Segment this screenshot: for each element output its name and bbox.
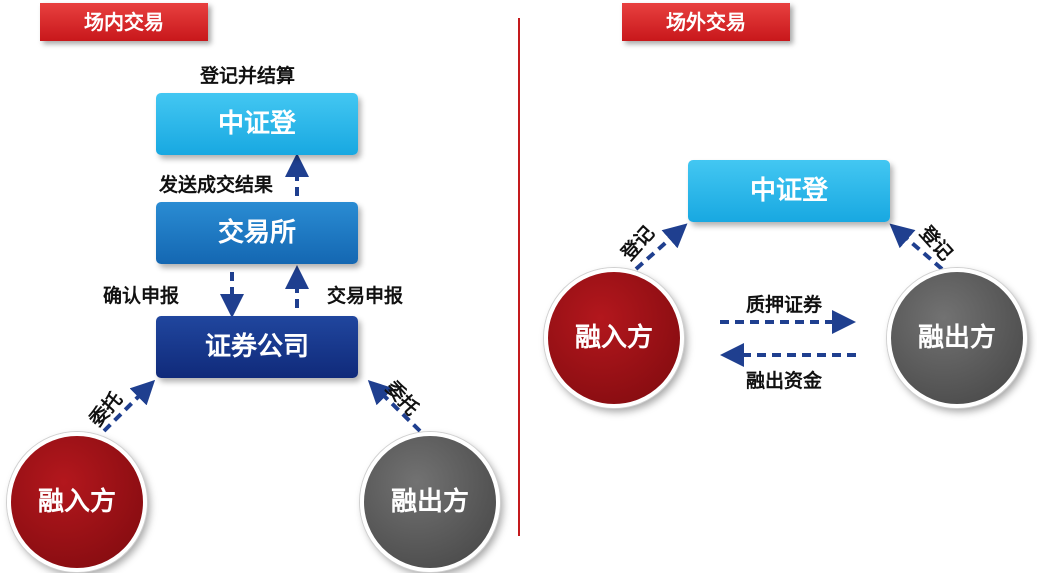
settle-label: 登记并结算 [200, 65, 296, 87]
onexchange-title-tag: 场内交易 [40, 3, 208, 41]
lender-circle-onexchange: 融出方 [360, 432, 500, 572]
broker-box: 证券公司 [156, 316, 358, 378]
otc-csdc-box: 中证登 [688, 160, 890, 222]
funds-label: 融出资金 [746, 370, 823, 392]
csdc-box: 中证登 [156, 93, 358, 155]
register-right-arrow [889, 223, 944, 271]
entrust-left-arrow [102, 379, 156, 433]
pledge-label: 质押证券 [746, 294, 823, 316]
confirm-label: 确认申报 [103, 285, 180, 307]
entrust-right-arrow [367, 380, 422, 433]
borrower-circle-onexchange: 融入方 [7, 432, 147, 572]
declare-label: 交易申报 [327, 285, 404, 307]
register-left-arrow [634, 223, 688, 271]
exchange-box: 交易所 [156, 202, 358, 264]
send-result-label: 发送成交结果 [159, 174, 274, 196]
section-divider [518, 18, 520, 536]
borrower-circle-otc: 融入方 [544, 268, 684, 408]
lender-circle-otc: 融出方 [887, 268, 1027, 408]
otc-title-tag: 场外交易 [622, 3, 790, 41]
